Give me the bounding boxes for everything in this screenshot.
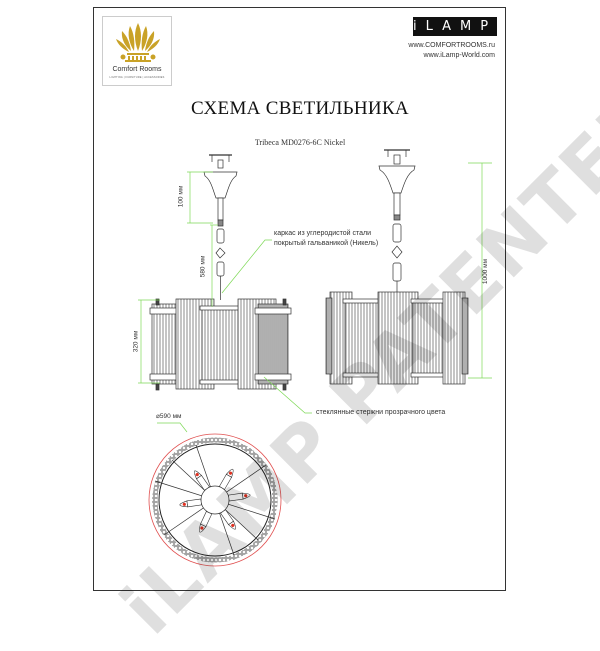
rods-note: стеклянные стержни прозрачного цвета bbox=[316, 409, 446, 416]
dim-chain-length: 580 мм bbox=[199, 255, 207, 278]
dim-diameter: ⌀590 мм bbox=[156, 413, 182, 420]
frame-note-line2: покрытый гальваникой (Никель) bbox=[274, 240, 379, 247]
url-comfortrooms[interactable]: www.COMFORTROOMS.ru bbox=[408, 42, 495, 49]
logo-tagline: LIGHTING | FURNITURE | ACCESSORIES bbox=[109, 76, 165, 79]
side-view bbox=[325, 149, 469, 385]
crown-feather-icon bbox=[116, 23, 160, 62]
url-ilamp-world[interactable]: www.iLamp-World.com bbox=[423, 52, 495, 59]
lamp-drawing bbox=[138, 149, 492, 567]
dim-canopy-height: 100 мм bbox=[177, 185, 185, 208]
front-view bbox=[149, 154, 292, 391]
dim-shade-height: 320 мм bbox=[132, 330, 140, 353]
comfort-rooms-logo: Comfort Rooms LIGHTING | FURNITURE | ACC… bbox=[102, 16, 172, 86]
frame-note-line1: каркас из углеродистой стали bbox=[274, 230, 372, 237]
ilamp-logo: iLAMP bbox=[413, 17, 498, 36]
top-view bbox=[148, 433, 282, 567]
logo-name: Comfort Rooms bbox=[112, 66, 162, 73]
dimension-lines bbox=[138, 162, 492, 433]
model-name: Tribeca MD0276-6C Nickel bbox=[254, 138, 346, 147]
page-title: СХЕМА СВЕТИЛЬНИКА bbox=[191, 98, 409, 119]
